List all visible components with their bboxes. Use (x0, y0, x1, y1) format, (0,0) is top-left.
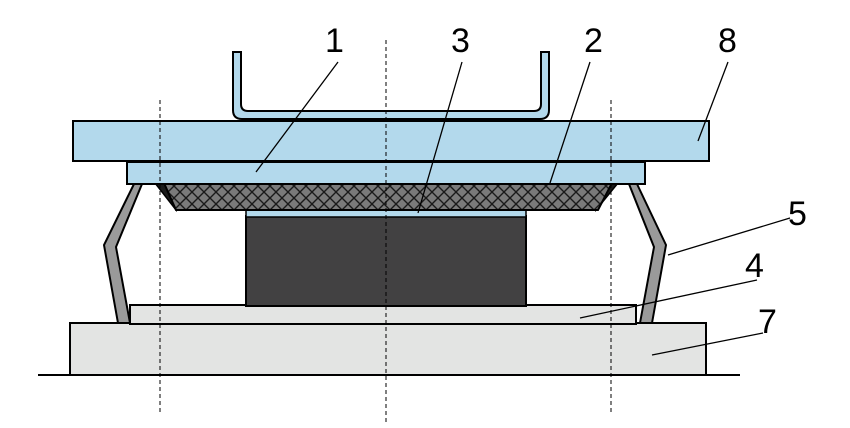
lower-plate (129, 304, 637, 325)
callout-label-8: 8 (718, 22, 737, 60)
hatched-layer (162, 182, 614, 211)
callout-label-5: 5 (788, 195, 807, 233)
callout-label-4: 4 (745, 247, 764, 285)
leader-line-5 (667, 217, 791, 256)
leader-line-4 (579, 279, 758, 319)
leader-line-7 (651, 332, 764, 356)
callout-label-2: 2 (584, 22, 603, 60)
leader-line-8 (697, 61, 729, 142)
leader-line-2 (549, 61, 591, 184)
base-plate (69, 322, 707, 376)
u-channel (232, 51, 550, 120)
callout-label-7: 7 (758, 303, 777, 341)
callout-label-3: 3 (451, 22, 470, 60)
top-plate (72, 120, 710, 162)
right-side-seal (627, 183, 668, 324)
callout-label-1: 1 (325, 22, 344, 60)
leader-line-3 (417, 61, 463, 214)
leader-line-1 (255, 61, 339, 173)
left-side-seal (102, 183, 144, 324)
